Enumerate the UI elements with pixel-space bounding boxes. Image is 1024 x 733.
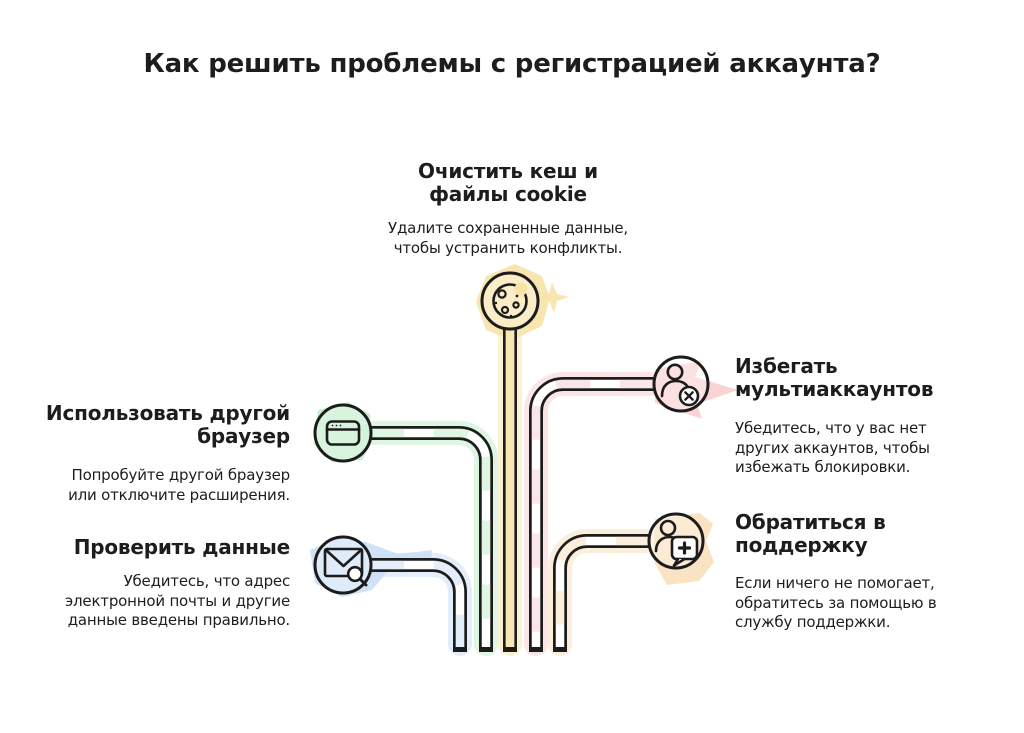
body-line: электронной почты и другие [65,591,290,610]
heading-line: Обратиться в [735,510,886,534]
cookie-icon [492,282,528,319]
body-line: избежать блокировки. [735,458,911,476]
browser-icon [325,420,361,446]
node-use-other-browser: Использовать другой браузер Попробуйте д… [30,402,290,505]
node-contact-support: Обратиться в поддержку Если ничего не по… [735,511,997,633]
browser-circle [313,403,373,463]
node-description: Убедитесь, что адрес электронной почты и… [30,572,290,631]
connector-check-data [362,553,472,656]
heading-line: браузер [197,424,290,448]
node-heading: Избегать мультиаккаунтов [735,355,997,401]
node-description: Если ничего не помогает, обратитесь за п… [735,574,997,633]
node-description: Убедитесь, что у вас нет других аккаунто… [735,419,997,478]
spark-shape [538,282,569,313]
node-heading: Очистить кеш и файлы cookie [352,160,664,206]
clear-cache-circle [480,271,540,331]
user-block-icon [660,363,700,407]
heading-line: Использовать другой [45,401,290,425]
body-line: других аккаунтов, чтобы [735,438,930,457]
heading-line: Очистить кеш и [418,159,598,183]
connector-use-other-browser [362,421,498,656]
support-chat-icon [654,519,699,567]
connector-contact-support [548,529,658,656]
node-heading: Проверить данные [30,536,290,559]
node-description: Удалите сохраненные данные, чтобы устран… [352,219,664,258]
node-avoid-multiaccounts: Избегать мультиаккаунтов Убедитесь, что … [735,355,997,478]
heading-line: файлы cookie [429,182,587,206]
node-check-data: Проверить данные Убедитесь, что адрес эл… [30,536,290,631]
node-description: Попробуйте другой браузер или отключите … [30,466,290,505]
body-line: Удалите сохраненные данные, [388,219,628,237]
body-line: обратитесь за помощью в [735,593,937,612]
browser-highlight-blob [314,402,372,462]
page-title: Как решить проблемы с регистрацией аккау… [143,49,881,79]
heading-line: поддержку [735,533,868,557]
heading-line: мультиаккаунтов [735,377,934,401]
body-line: Попробуйте другой браузер [71,466,291,484]
node-clear-cache: Очистить кеш и файлы cookie Удалите сохр… [352,160,664,258]
heading-line: Избегать [735,354,838,378]
body-line: Убедитесь, что у вас нет [735,419,927,437]
multiaccount-circle [652,355,710,413]
connector-avoid-multiaccounts [524,372,662,656]
body-line: данные введены правильно. [67,611,290,629]
node-heading: Использовать другой браузер [30,402,290,448]
mail-search-icon [323,547,368,587]
connectors [362,320,662,656]
body-line: Убедитесь, что адрес [123,572,291,590]
body-line: службу поддержки. [735,613,891,631]
heading-line: Проверить данные [73,535,290,559]
body-line: или отключите расширения. [68,485,290,504]
node-heading: Обратиться в поддержку [735,511,997,557]
body-line: чтобы устранить конфликты. [393,238,623,257]
body-line: Если ничего не помогает, [735,574,935,592]
